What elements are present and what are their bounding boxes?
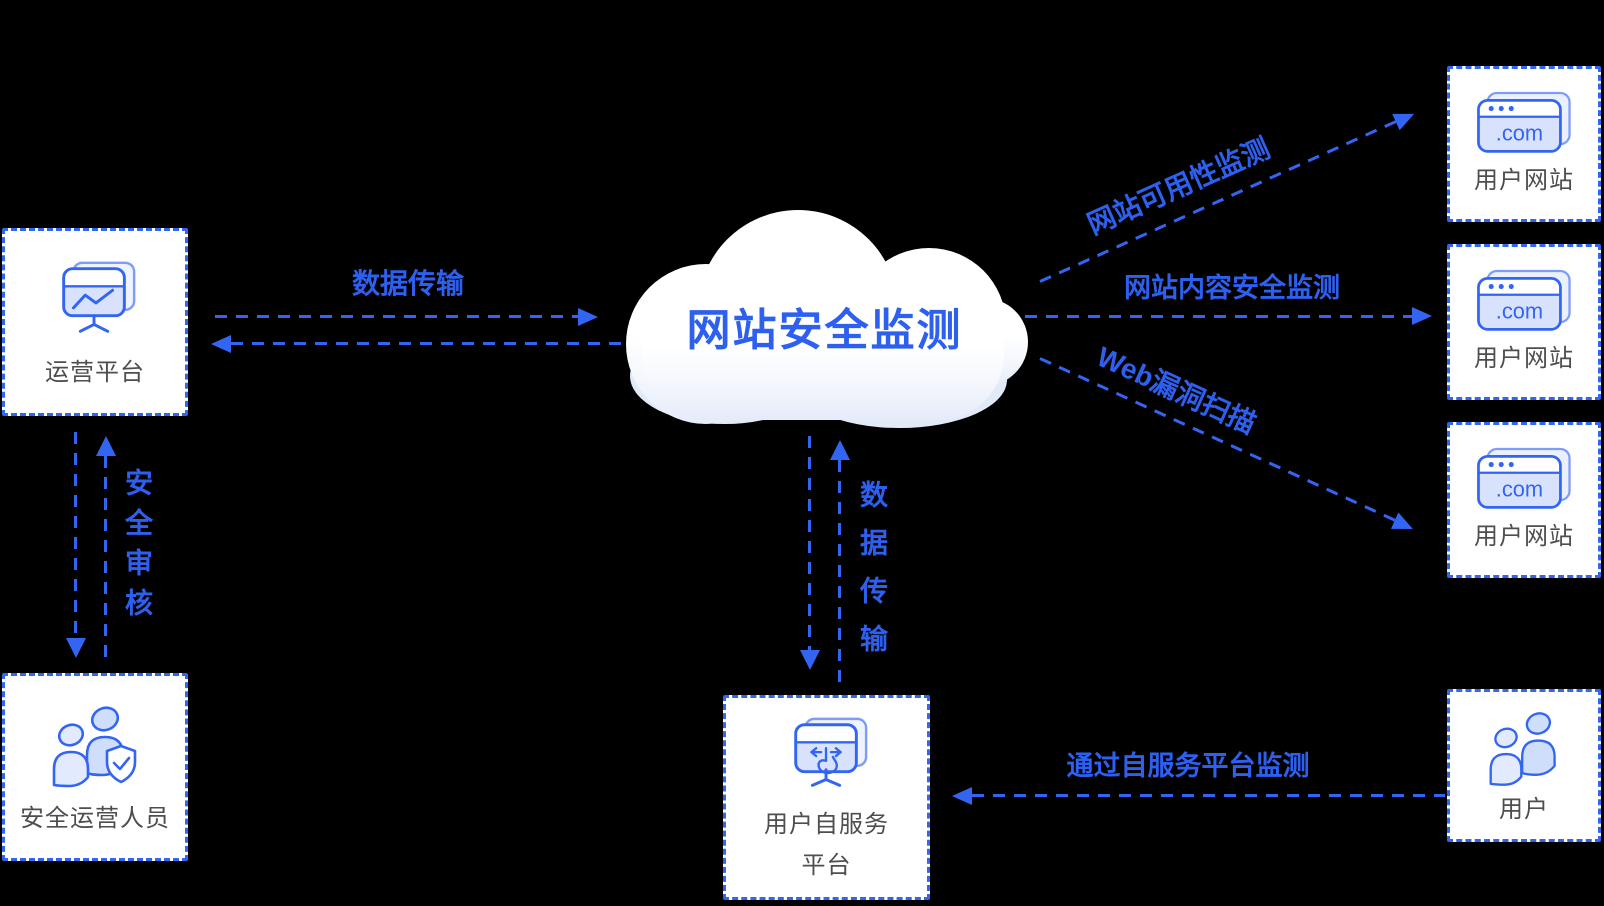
arrowhead-up-icon [830, 440, 850, 460]
arrowhead-down-icon [66, 638, 86, 658]
arrow-web-vulnerability-scan [1039, 357, 1417, 537]
node-users: 用户 [1447, 689, 1601, 842]
monitor-chart-icon [62, 261, 136, 333]
arrowhead-right-icon [1412, 307, 1432, 325]
node-label: 平台 [801, 851, 852, 879]
node-label: 用户网站 [1474, 344, 1574, 372]
node-label: 运营平台 [45, 358, 145, 386]
edge-label-website-availability: 网站可用性监测 [1082, 132, 1275, 241]
edge-label-data-transfer-vertical: 数据传输 [857, 480, 888, 672]
arrow-security-audit-up [104, 456, 107, 660]
node-security-operations-staff: 安全运营人员 [2, 673, 188, 861]
people-icon [1489, 712, 1556, 787]
arrowhead-down-icon [800, 650, 820, 670]
node-user-website-2: .com 用户网站 [1447, 244, 1601, 400]
arrowhead-left-icon [952, 787, 972, 805]
arrowhead-right-icon [1391, 512, 1417, 537]
edge-label-security-audit: 安全审核 [122, 468, 153, 628]
cloud-website-security-monitoring: 网站安全监测 [612, 200, 1037, 435]
browser-com-icon: .com [1477, 269, 1571, 331]
edge-label-web-vulnerability-scan: Web漏洞扫描 [1092, 340, 1261, 440]
com-text: .com [1496, 120, 1543, 145]
arrow-data-transfer-to-operations [231, 342, 622, 345]
node-label: 用户网站 [1474, 522, 1574, 550]
arrowhead-left-icon [211, 335, 231, 353]
node-label: 用户 [1499, 796, 1549, 824]
node-user-website-3: .com 用户网站 [1447, 422, 1601, 578]
arrowhead-up-icon [96, 436, 116, 456]
arrow-self-service-monitoring [972, 794, 1445, 797]
node-operations-platform: 运营平台 [2, 228, 188, 416]
edge-label-website-content-security: 网站内容安全监测 [1124, 273, 1340, 303]
edge-label-self-service-monitoring: 通过自服务平台监测 [1066, 751, 1310, 781]
browser-com-icon: .com [1477, 447, 1571, 509]
monitor-touch-icon [793, 717, 867, 787]
browser-com-icon: .com [1477, 91, 1571, 153]
cloud-lobe [642, 288, 1004, 420]
arrowhead-right-icon [1392, 105, 1418, 130]
node-user-self-service-platform: 用户自服务 平台 [723, 695, 930, 900]
arrowhead-right-icon [578, 308, 598, 326]
node-label: 用户自服务 [764, 811, 889, 839]
people-shield-icon [52, 706, 137, 788]
arrow-website-content-security [1025, 315, 1413, 318]
arrow-data-transfer-up [838, 460, 841, 686]
edge-label-data-transfer: 数据传输 [351, 268, 464, 299]
node-label: 安全运营人员 [20, 804, 170, 832]
arrow-data-transfer-to-cloud [215, 315, 580, 318]
node-user-website-1: .com 用户网站 [1447, 66, 1601, 222]
arrow-data-transfer-down [808, 436, 811, 650]
com-text: .com [1496, 476, 1543, 501]
arrow-security-audit-down [74, 432, 77, 638]
com-text: .com [1496, 298, 1543, 323]
cloud-title: 网站安全监测 [686, 306, 963, 355]
node-label: 用户网站 [1474, 166, 1574, 194]
